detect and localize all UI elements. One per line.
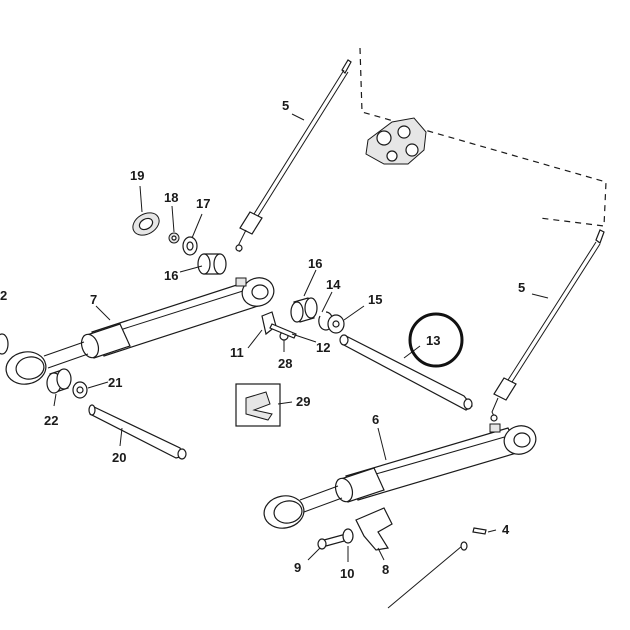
callout-20: 20 [112, 450, 126, 465]
callout-2: 2 [0, 288, 7, 303]
callout-14: 14 [326, 277, 341, 292]
part-12-pin [269, 323, 297, 339]
callout-5-upper: 5 [282, 98, 289, 113]
part-21-washer [72, 381, 88, 399]
callout-19: 19 [130, 168, 144, 183]
callout-16-left: 16 [164, 268, 178, 283]
steering-pump-assembly [365, 117, 427, 165]
callout-7: 7 [90, 292, 97, 307]
callout-9: 9 [294, 560, 301, 575]
callout-13: 13 [426, 333, 440, 348]
part-15-washer [327, 314, 345, 334]
part-11-clip [261, 311, 277, 336]
callout-16-right: 16 [308, 256, 322, 271]
highlight-circle-13 [408, 312, 464, 368]
callout-4: 4 [502, 522, 510, 537]
part-6-cylinder-right [263, 423, 537, 529]
leader-lines [53, 113, 549, 562]
bottom-cable [387, 541, 468, 609]
callout-29: 29 [296, 394, 310, 409]
part-22-bushing [46, 368, 72, 394]
callout-22: 22 [44, 413, 58, 428]
part-18-nut [168, 232, 180, 244]
part-8-bracket [355, 507, 393, 551]
callout-10: 10 [340, 566, 354, 581]
part-10-washer [342, 528, 354, 544]
part-19-adapter [132, 212, 160, 236]
hose-right [490, 229, 605, 422]
part-9-bolt [317, 533, 349, 550]
callout-6: 6 [372, 412, 379, 427]
callout-labels: 2 5 5 19 18 17 16 7 16 14 15 11 12 28 13… [0, 98, 525, 581]
callout-28: 28 [278, 356, 292, 371]
callout-11: 11 [230, 345, 244, 360]
callout-5-right: 5 [518, 280, 525, 295]
callout-21: 21 [108, 375, 122, 390]
callout-18: 18 [164, 190, 178, 205]
hose-upper [235, 59, 352, 253]
callout-17: 17 [196, 196, 210, 211]
part-20-rod [88, 404, 187, 460]
part-17-washer [182, 236, 198, 256]
callout-8: 8 [382, 562, 389, 577]
callout-12: 12 [316, 340, 330, 355]
part-13-rod [339, 334, 473, 411]
part-16-bushing-left [197, 253, 227, 275]
callout-15: 15 [368, 292, 382, 307]
part-7-cylinder-left [0, 277, 275, 385]
part-16-bushing-right [290, 297, 318, 323]
part-29-box [235, 383, 281, 427]
part-4-fitting [472, 527, 487, 535]
